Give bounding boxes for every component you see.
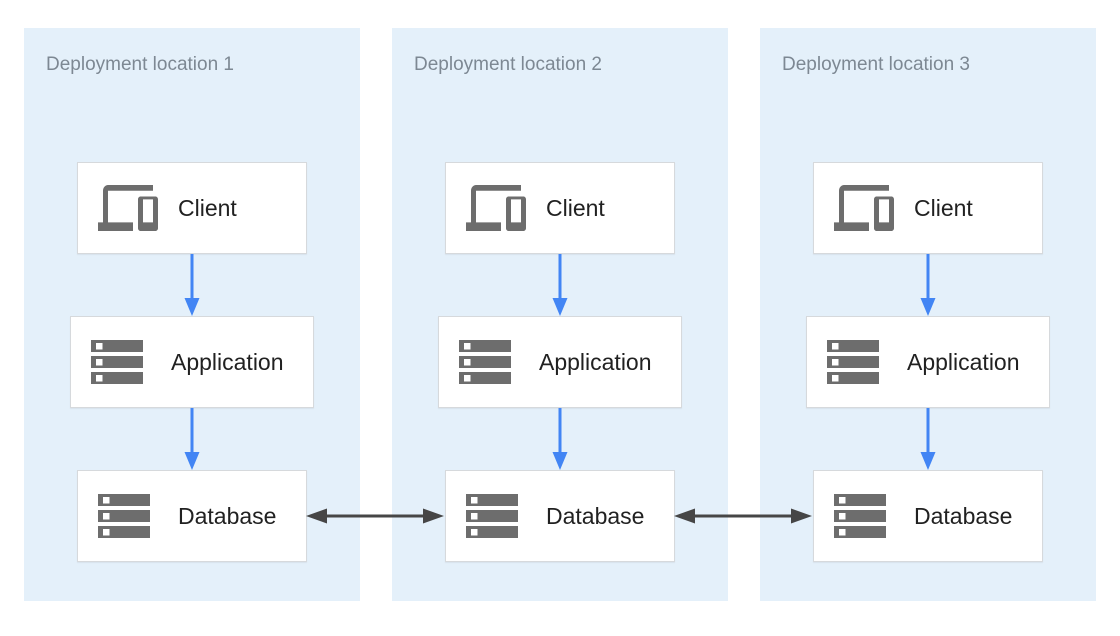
server-stack-icon (834, 494, 894, 538)
panel-title: Deployment location 1 (46, 54, 234, 75)
devices-icon (834, 185, 894, 231)
server-stack-icon (827, 340, 887, 384)
application-to-database-arrow (920, 408, 936, 470)
database-node: Database (77, 470, 307, 562)
application-node: Application (806, 316, 1050, 408)
node-label: Database (178, 502, 277, 529)
deployment-location-2-panel: Deployment location 2 Client Application (392, 28, 728, 601)
node-label: Client (178, 194, 237, 221)
database-node: Database (813, 470, 1043, 562)
application-to-database-arrow (184, 408, 200, 470)
node-label: Client (914, 194, 973, 221)
node-label: Application (907, 348, 1020, 375)
database-sync-arrow-2-3 (674, 508, 812, 524)
application-to-database-arrow (552, 408, 568, 470)
client-node: Client (813, 162, 1043, 254)
client-to-application-arrow (184, 254, 200, 316)
database-sync-arrow-1-2 (306, 508, 444, 524)
node-label: Database (914, 502, 1013, 529)
server-stack-icon (459, 340, 519, 384)
panel-title: Deployment location 2 (414, 54, 602, 75)
node-label: Application (539, 348, 652, 375)
node-label: Application (171, 348, 284, 375)
node-label: Client (546, 194, 605, 221)
client-node: Client (445, 162, 675, 254)
client-to-application-arrow (552, 254, 568, 316)
deployment-location-1-panel: Deployment location 1 Client Application (24, 28, 360, 601)
application-node: Application (438, 316, 682, 408)
devices-icon (98, 185, 158, 231)
server-stack-icon (98, 494, 158, 538)
panel-title: Deployment location 3 (782, 54, 970, 75)
node-label: Database (546, 502, 645, 529)
server-stack-icon (91, 340, 151, 384)
client-to-application-arrow (920, 254, 936, 316)
client-node: Client (77, 162, 307, 254)
database-node: Database (445, 470, 675, 562)
deployment-location-3-panel: Deployment location 3 Client Application (760, 28, 1096, 601)
application-node: Application (70, 316, 314, 408)
server-stack-icon (466, 494, 526, 538)
devices-icon (466, 185, 526, 231)
